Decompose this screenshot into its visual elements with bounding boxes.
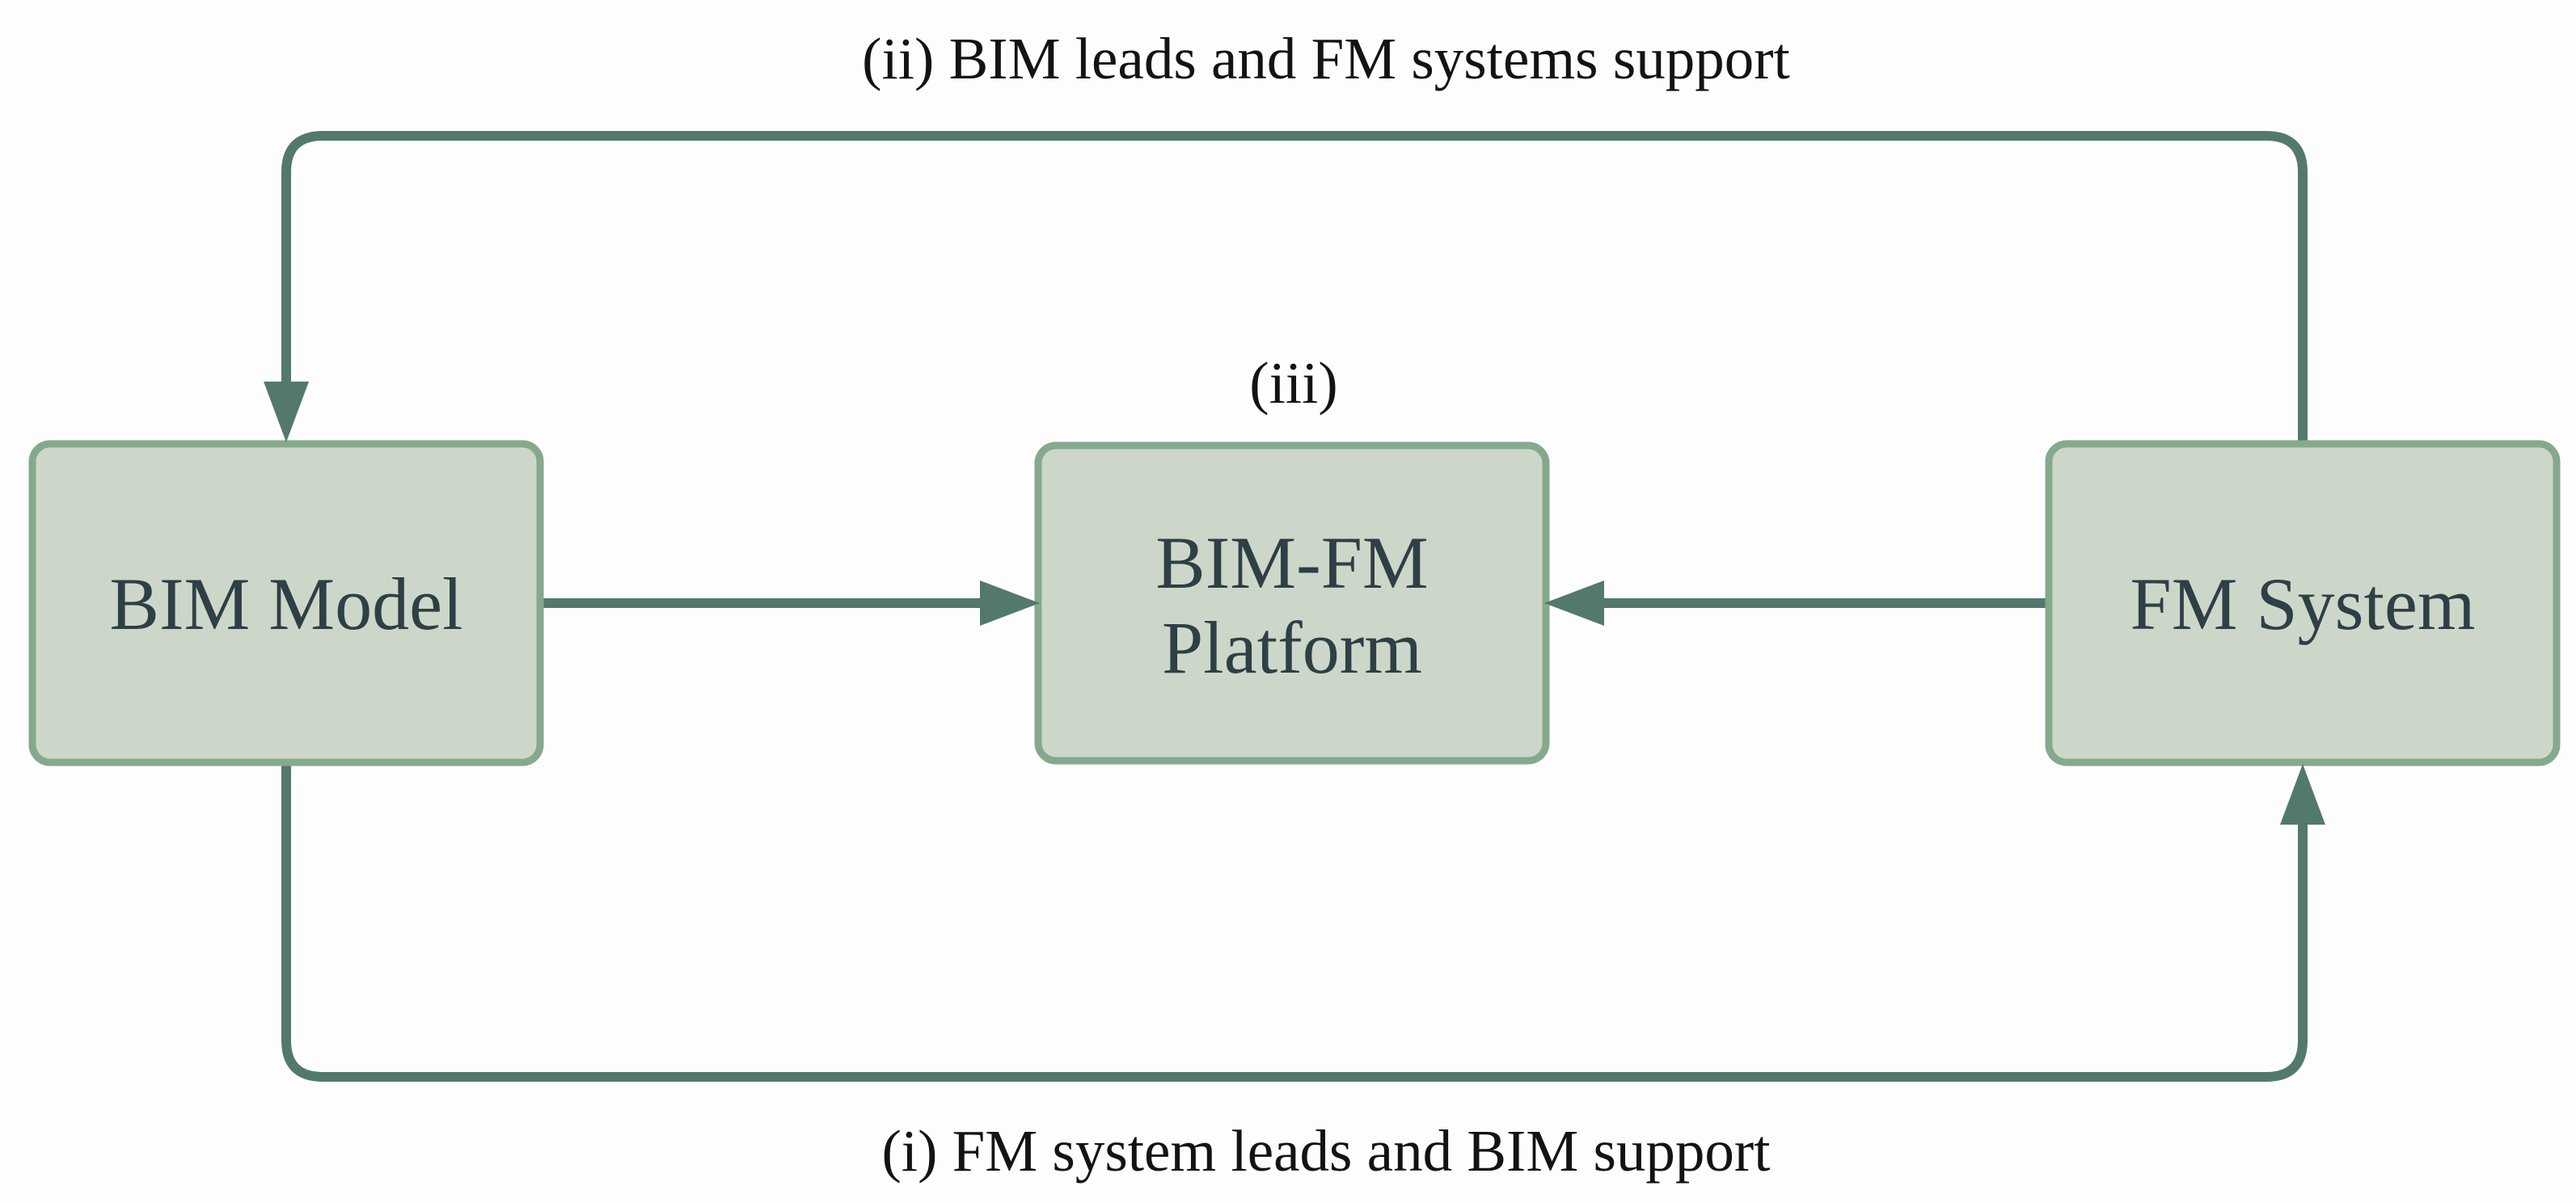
node-bim-fm-platform-label-line1: BIM-FM (1155, 521, 1428, 604)
node-bim-model (28, 440, 544, 766)
arrowhead-into-platform-right-icon (1544, 580, 1604, 626)
label-bottom-route: (i) FM system leads and BIM support (882, 1118, 1771, 1184)
node-fm-system (2045, 440, 2561, 766)
node-bim-fm-platform-label-line2: Platform (1162, 606, 1422, 689)
label-platform-annotation: (iii) (1249, 350, 1337, 416)
edge-fm-to-bim-path (281, 131, 2308, 444)
node-fm-system-label: FM System (2130, 563, 2476, 645)
arrowhead-into-fm-system-icon (2280, 764, 2325, 825)
edge-bim-to-fm-path (281, 762, 2308, 1082)
label-top-route: (ii) BIM leads and FM systems support (862, 26, 1790, 91)
arrowhead-into-bim-model-icon (264, 382, 309, 442)
arrowhead-into-platform-left-icon (980, 580, 1040, 626)
node-bim-model-label: BIM Model (110, 563, 463, 645)
